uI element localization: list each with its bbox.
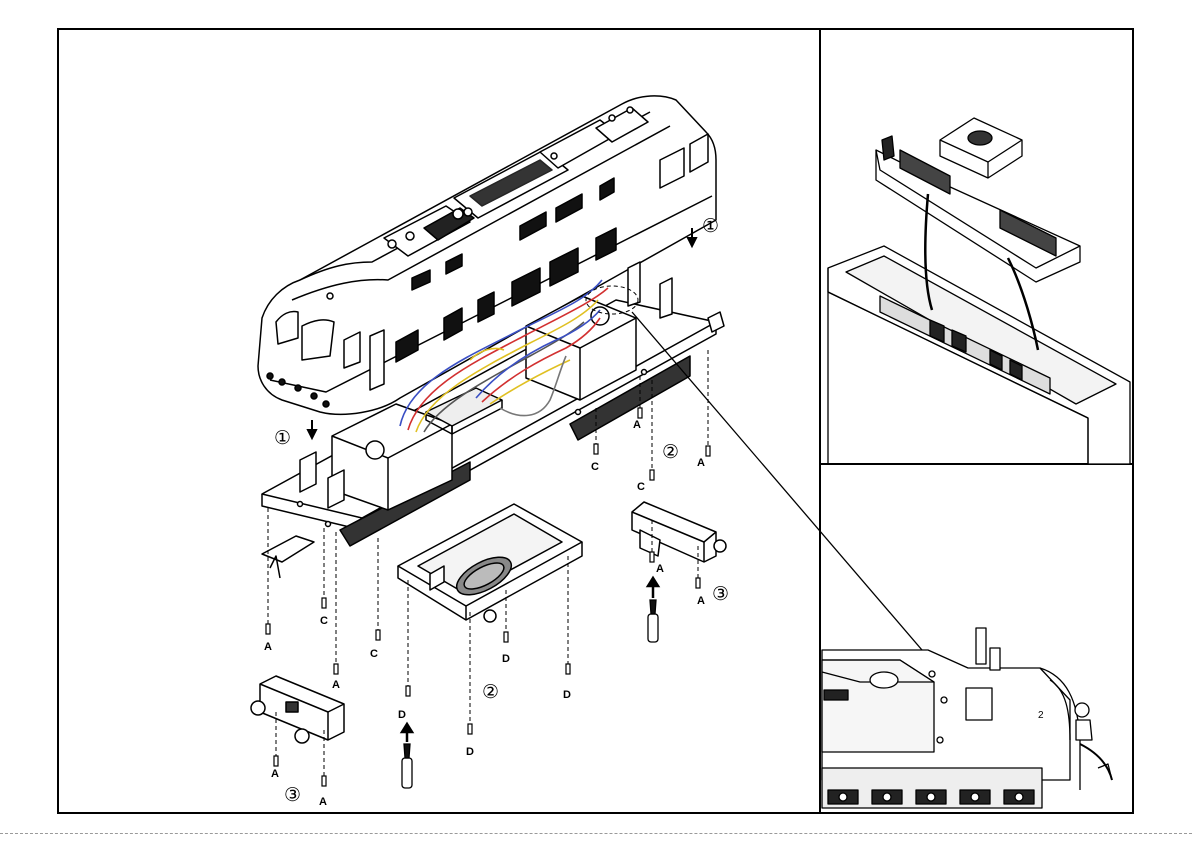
step-marker-1: ① bbox=[702, 215, 719, 237]
step-marker-3: ③ bbox=[712, 583, 729, 605]
cut-line bbox=[0, 833, 1192, 834]
screw-label-c: C bbox=[637, 481, 645, 493]
screw-label-a: A bbox=[264, 641, 272, 653]
screw-label-d: D bbox=[466, 746, 474, 758]
buffer-beam-front bbox=[251, 676, 344, 743]
screw-label-a: A bbox=[697, 457, 705, 469]
buffer-beam-rear bbox=[632, 502, 726, 562]
screw-label-a: A bbox=[319, 796, 327, 808]
step-marker-3: ③ bbox=[284, 784, 301, 806]
screw-label-a: A bbox=[633, 419, 641, 431]
up-arrow-icon bbox=[402, 578, 658, 742]
svg-text:2: 2 bbox=[1038, 710, 1044, 721]
speaker-tray bbox=[398, 504, 582, 622]
step-marker-2: ② bbox=[482, 681, 499, 703]
screw-label-d: D bbox=[398, 709, 406, 721]
screw-label-a: A bbox=[697, 595, 705, 607]
step-marker-2: ② bbox=[662, 441, 679, 463]
screw-label-a: A bbox=[656, 563, 664, 575]
step-marker-1: ① bbox=[274, 427, 291, 449]
top-right-panel bbox=[828, 118, 1130, 464]
screwdriver-icon bbox=[402, 600, 658, 788]
screw-label-c: C bbox=[370, 648, 378, 660]
screw-label-d: D bbox=[563, 689, 571, 701]
screw-label-a: A bbox=[271, 768, 279, 780]
screw-label-d: D bbox=[502, 653, 510, 665]
bottom-right-panel: 2 bbox=[822, 628, 1112, 808]
screw-label-c: C bbox=[320, 615, 328, 627]
screw-label-c: C bbox=[591, 461, 599, 473]
screw-label-a: A bbox=[332, 679, 340, 691]
